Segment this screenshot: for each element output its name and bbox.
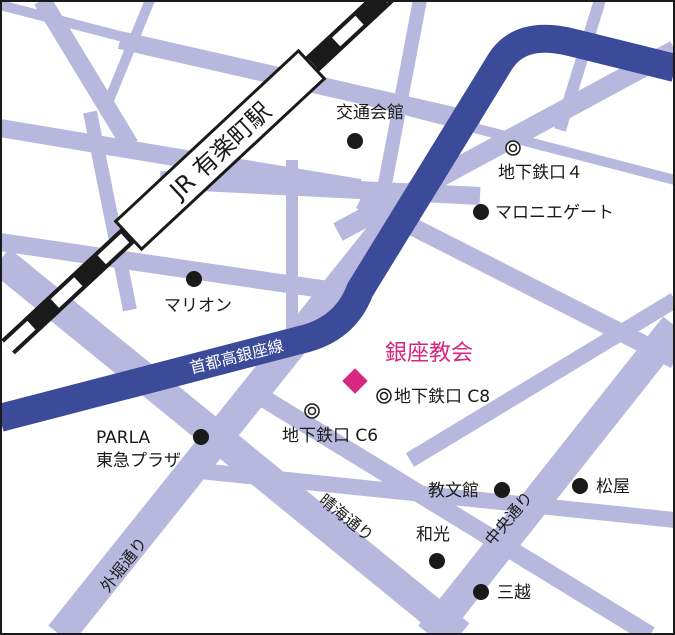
landmark-label: 三越	[497, 583, 531, 603]
street	[333, 41, 675, 241]
landmark-label: 東急プラザ	[96, 451, 181, 471]
landmark-label: 交通会館	[336, 103, 404, 123]
expressway	[0, 24, 675, 432]
landmark-label: マリオン	[164, 296, 232, 316]
landmark-labels: 交通会館 地下鉄口４ マロニエゲート マリオン 地下鉄口 C8 地下鉄口 C6 …	[96, 103, 630, 603]
marker-icon	[347, 133, 363, 149]
street-chuo-dori	[418, 316, 675, 635]
street	[405, 293, 675, 467]
landmark-label: 地下鉄口 C6	[282, 426, 378, 446]
marker-icon	[572, 478, 588, 494]
marker-icon	[494, 482, 510, 498]
marker-icon	[186, 271, 202, 287]
street-sotobori-dori	[48, 200, 412, 635]
double-circle-icon	[505, 140, 521, 156]
landmark-label: PARLA	[96, 428, 150, 448]
marker-icon	[473, 584, 489, 600]
marker-icon	[429, 553, 445, 569]
landmark-label: マロニエゲート	[495, 203, 614, 223]
street	[100, 0, 155, 112]
street-harumi-dori	[0, 248, 470, 635]
landmark-label: 地下鉄口４	[498, 163, 583, 183]
landmark-markers	[186, 133, 588, 600]
landmark-label: 和光	[416, 525, 450, 545]
landmark-label: 松屋	[596, 477, 630, 497]
double-circle-icon	[376, 388, 392, 404]
street	[189, 462, 675, 528]
landmark-label: 教文館	[428, 481, 479, 501]
destination-label: 銀座教会	[385, 341, 473, 366]
street	[0, 0, 675, 185]
marker-icon	[193, 429, 209, 445]
marker-icon	[473, 204, 489, 220]
destination-marker-icon	[342, 368, 368, 394]
subway-exit-markers	[304, 140, 521, 419]
landmark-label: 地下鉄口 C8	[394, 387, 490, 407]
street	[245, 382, 655, 635]
double-circle-icon	[304, 403, 320, 419]
street	[83, 110, 137, 312]
